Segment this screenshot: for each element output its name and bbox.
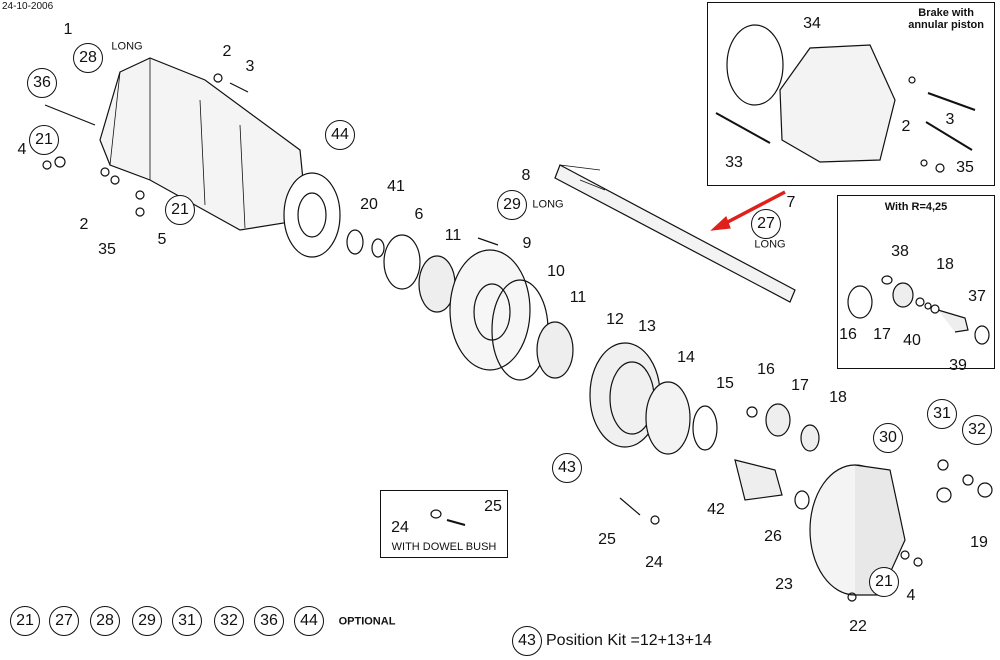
part-callout-12: 12 (606, 311, 624, 328)
part-callout-3: 3 (945, 111, 955, 128)
part-callout-21: 21 (869, 567, 899, 597)
part-callout-17: 17 (873, 326, 891, 343)
optional-part-28: 28 (90, 606, 120, 636)
part-callout-35: 35 (98, 241, 116, 258)
part-callout-34: 34 (803, 15, 821, 32)
part-callout-13: 13 (638, 318, 656, 335)
part-callout-6: 6 (414, 206, 424, 223)
part-callout-2: 2 (79, 216, 89, 233)
part-callout-3: 3 (245, 58, 255, 75)
dowel-bush-box: WITH DOWEL BUSH (380, 490, 508, 558)
brake-variant-box: Brake with annular piston (707, 2, 995, 186)
part-callout-33: 33 (725, 154, 743, 171)
brake-box-title-2: annular piston (908, 19, 984, 31)
ratio-variant-box: With R=4,25 (837, 195, 995, 369)
optional-label: OPTIONAL (338, 615, 396, 628)
length-note: LONG (111, 40, 143, 53)
part-callout-17: 17 (791, 377, 809, 394)
part-callout-2: 2 (222, 43, 232, 60)
length-note: LONG (754, 238, 786, 251)
part-callout-21: 21 (29, 125, 59, 155)
part-callout-39: 39 (949, 357, 967, 374)
length-note: LONG (532, 198, 564, 211)
part-callout-8: 8 (521, 167, 531, 184)
part-callout-2: 2 (901, 118, 911, 135)
brake-box-title-1: Brake with (918, 7, 974, 19)
part-callout-25: 25 (598, 531, 616, 548)
part-callout-11: 11 (444, 227, 462, 244)
part-callout-30: 30 (873, 423, 903, 453)
part-callout-7: 7 (786, 194, 796, 211)
ratio-box-title: With R=4,25 (884, 201, 948, 213)
drawing-date: 24-10-2006 (2, 1, 54, 12)
optional-part-29: 29 (132, 606, 162, 636)
part-callout-28: 28 (73, 43, 103, 73)
part-callout-26: 26 (764, 528, 782, 545)
part-callout-42: 42 (707, 501, 725, 518)
part-callout-11: 11 (569, 289, 587, 306)
part-callout-22: 22 (849, 618, 867, 635)
part-callout-24: 24 (391, 519, 409, 536)
part-callout-15: 15 (716, 375, 734, 392)
part-callout-4: 4 (906, 587, 916, 604)
part-callout-38: 38 (891, 243, 909, 260)
part-callout-4: 4 (17, 141, 27, 158)
part-callout-41: 41 (387, 178, 405, 195)
part-callout-10: 10 (547, 263, 565, 280)
part-callout-20: 20 (360, 196, 378, 213)
optional-part-32: 32 (214, 606, 244, 636)
part-callout-27: 27 (751, 209, 781, 239)
part-callout-19: 19 (970, 534, 988, 551)
kit-description: Position Kit =12+13+14 (546, 632, 712, 649)
part-callout-16: 16 (757, 361, 775, 378)
part-callout-5: 5 (157, 231, 167, 248)
dowel-box-caption: WITH DOWEL BUSH (391, 541, 497, 553)
part-callout-24: 24 (645, 554, 663, 571)
optional-part-27: 27 (49, 606, 79, 636)
part-callout-31: 31 (927, 399, 957, 429)
part-callout-18: 18 (829, 389, 847, 406)
part-callout-44: 44 (325, 120, 355, 150)
kit-number-circle: 43 (512, 626, 542, 656)
part-callout-21: 21 (165, 195, 195, 225)
part-callout-16: 16 (839, 326, 857, 343)
part-callout-36: 36 (27, 68, 57, 98)
part-callout-1: 1 (63, 21, 73, 38)
axle-housing (99, 57, 341, 258)
part-callout-32: 32 (962, 415, 992, 445)
optional-part-44: 44 (294, 606, 324, 636)
optional-part-31: 31 (172, 606, 202, 636)
part-callout-18: 18 (936, 256, 954, 273)
optional-part-21: 21 (10, 606, 40, 636)
part-callout-9: 9 (522, 235, 532, 252)
part-callout-25: 25 (484, 498, 502, 515)
part-callout-14: 14 (677, 349, 695, 366)
part-callout-37: 37 (968, 288, 986, 305)
part-callout-35: 35 (956, 159, 974, 176)
optional-part-36: 36 (254, 606, 284, 636)
part-callout-40: 40 (903, 332, 921, 349)
part-callout-29: 29 (497, 190, 527, 220)
part-callout-23: 23 (775, 576, 793, 593)
part-callout-43: 43 (552, 453, 582, 483)
